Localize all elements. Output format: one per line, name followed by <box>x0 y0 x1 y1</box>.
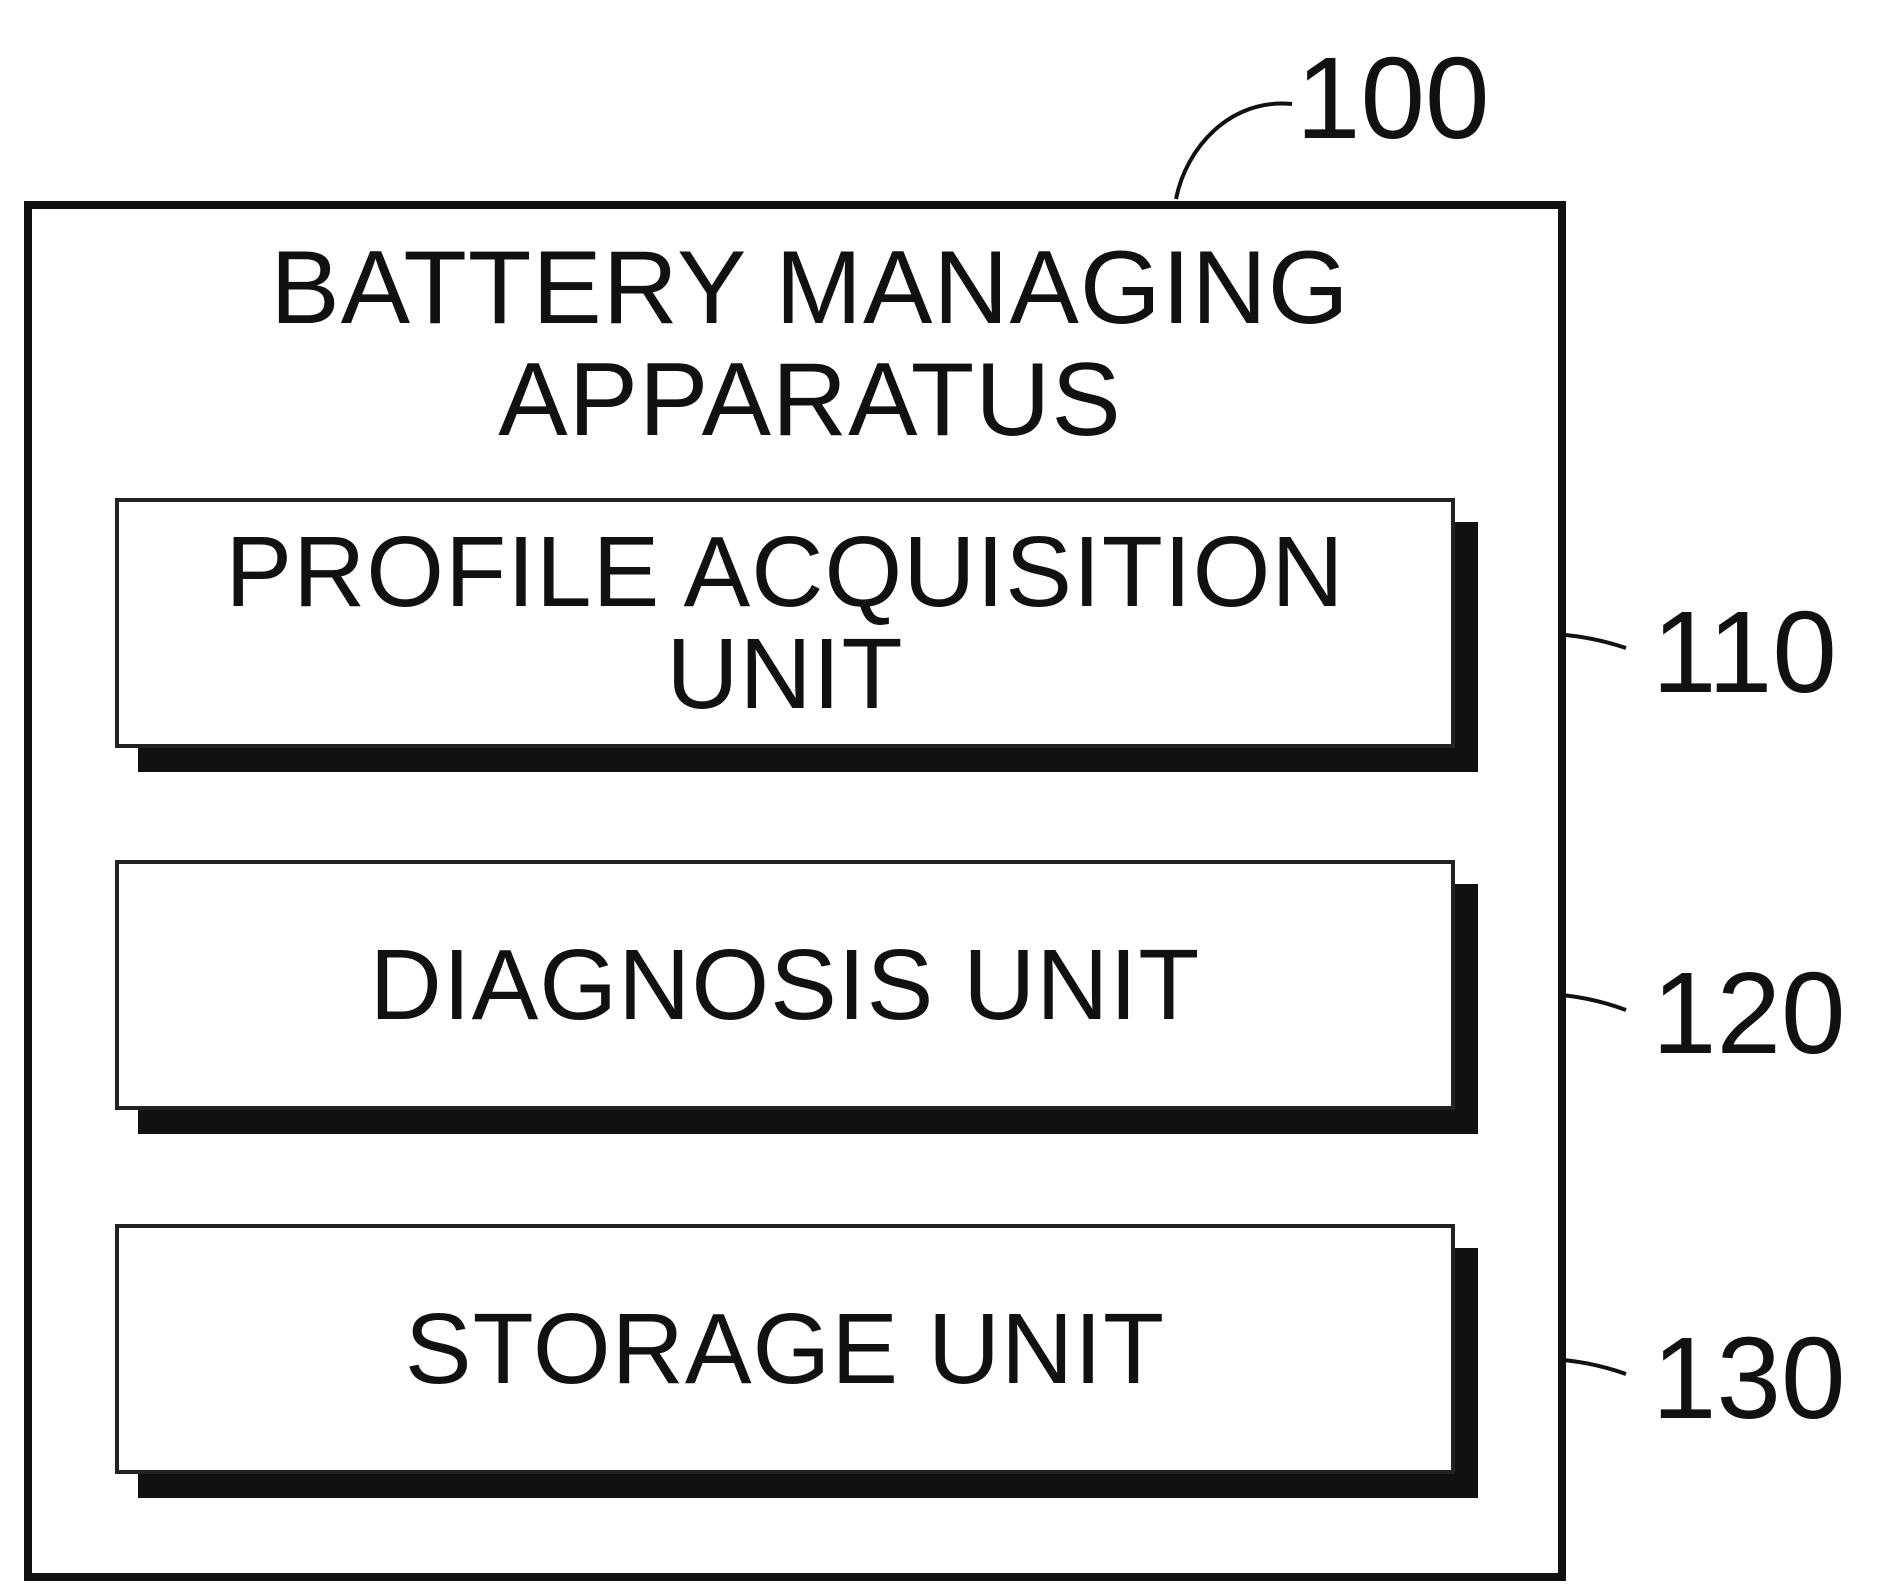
reference-numeral-100: 100 <box>1296 40 1490 156</box>
leader-line-100 <box>1176 104 1292 199</box>
unit-label-130: STORAGE UNIT <box>405 1298 1165 1400</box>
unit-box-storage: STORAGE UNIT <box>115 1224 1455 1474</box>
unit-box-profile-acquisition: PROFILE ACQUISITION UNIT <box>115 498 1455 748</box>
reference-numeral-120: 120 <box>1652 955 1846 1071</box>
apparatus-title-line-1: BATTERY MANAGING <box>170 232 1450 344</box>
apparatus-title: BATTERY MANAGING APPARATUS <box>170 232 1450 456</box>
reference-numeral-130: 130 <box>1652 1320 1846 1436</box>
unit-label-120: DIAGNOSIS UNIT <box>370 934 1201 1036</box>
unit-label-110-line-1: PROFILE ACQUISITION <box>225 521 1344 623</box>
unit-label-110-line-2: UNIT <box>666 623 903 725</box>
apparatus-title-line-2: APPARATUS <box>170 344 1450 456</box>
unit-box-diagnosis: DIAGNOSIS UNIT <box>115 860 1455 1110</box>
reference-numeral-110: 110 <box>1652 594 1837 710</box>
